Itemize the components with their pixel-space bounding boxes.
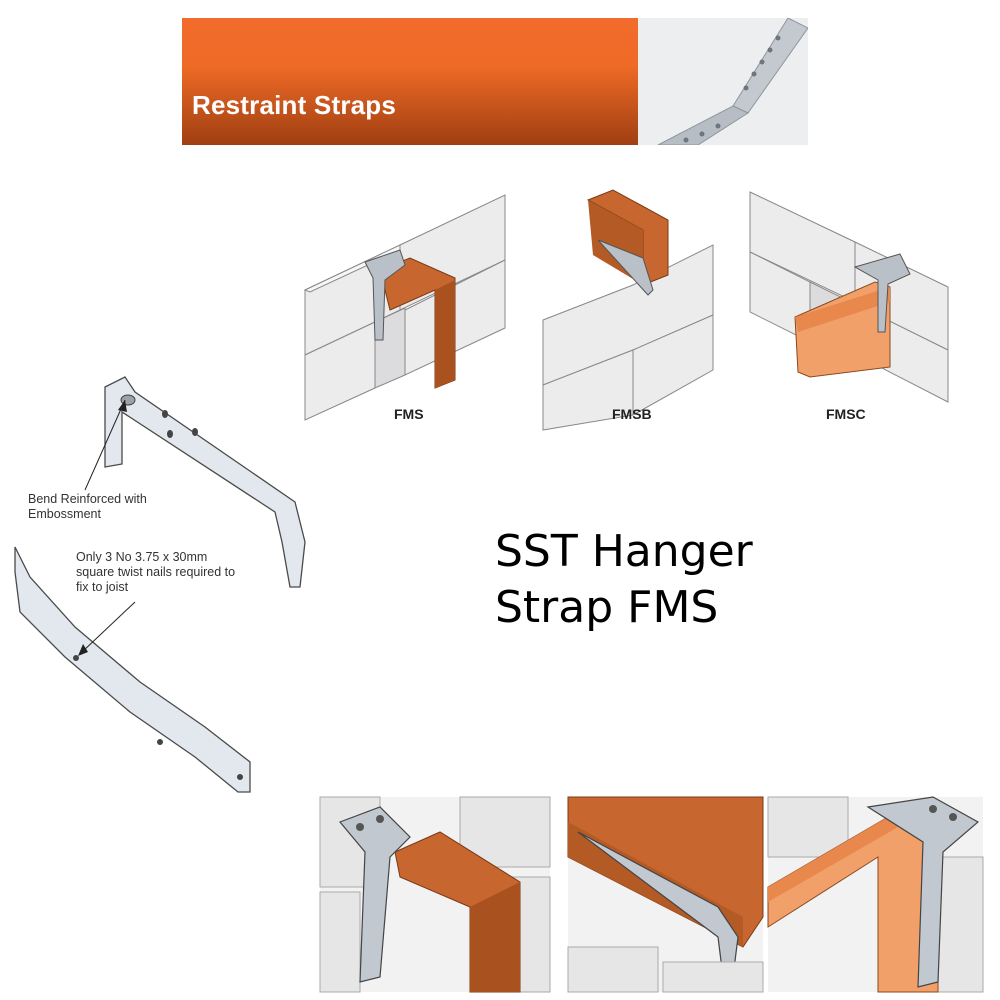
strap-photo [638, 18, 808, 145]
banner-title: Restraint Straps [192, 90, 397, 120]
strap-drawing [14, 376, 306, 793]
closeup-fms [319, 796, 551, 993]
fmsb-illustration [542, 189, 714, 431]
header-banner: Restraint Straps [182, 18, 808, 145]
fmsb-label: FMSB [612, 406, 652, 422]
callout-bend: Bend Reinforced with Embossment [28, 492, 147, 521]
fmsc-label: FMSC [826, 406, 866, 422]
closeup-fmsc [767, 796, 984, 993]
fms-label: FMS [394, 406, 424, 422]
product-title-line2: Strap FMS [495, 582, 719, 633]
product-title-line1: SST Hanger [495, 526, 753, 577]
banner-gradient [182, 18, 638, 145]
fmsc-illustration [749, 191, 949, 403]
strap-photo-illustration [638, 18, 808, 145]
product-title: SST Hanger Strap FMS [495, 524, 753, 636]
fms-illustration [303, 194, 506, 421]
callout-nails: Only 3 No 3.75 x 30mm square twist nails… [76, 550, 236, 594]
closeup-fmsb [567, 796, 764, 993]
